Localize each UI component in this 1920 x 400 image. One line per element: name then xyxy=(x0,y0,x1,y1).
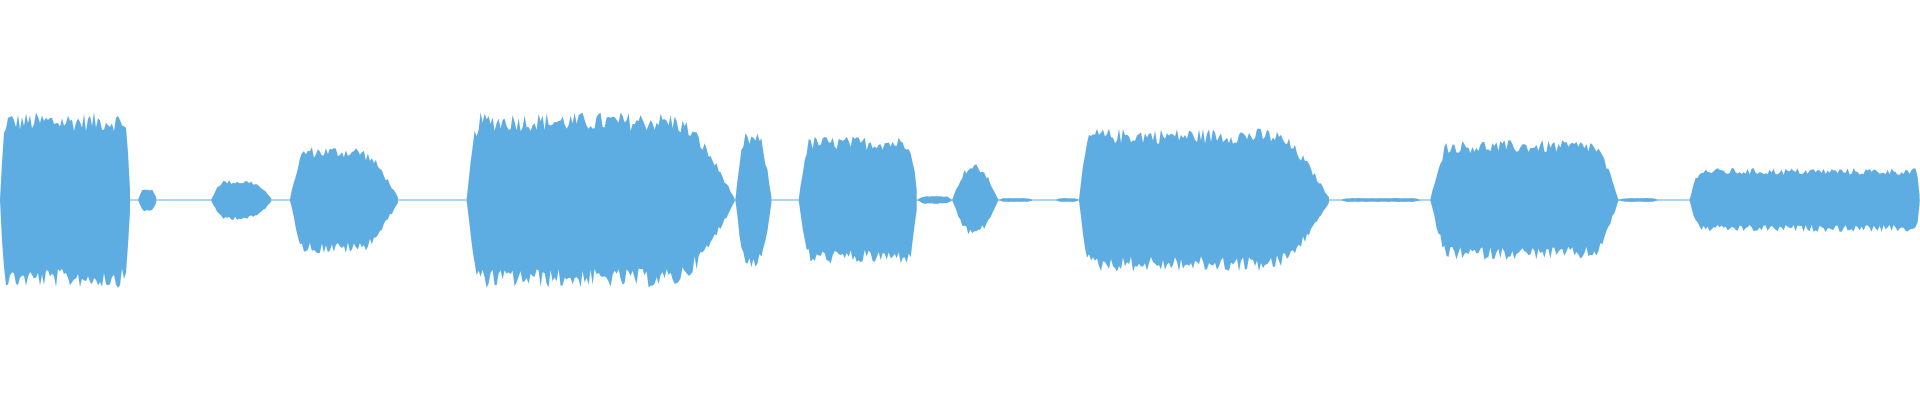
waveform-segment xyxy=(998,198,1033,202)
waveform-segments xyxy=(0,112,1920,288)
waveform-segment xyxy=(1689,168,1920,232)
waveform-segment xyxy=(289,147,398,254)
waveform-segment xyxy=(1430,140,1619,260)
waveform-segment xyxy=(1056,198,1078,202)
waveform-segment xyxy=(798,136,917,264)
waveform-segment xyxy=(1340,198,1421,202)
waveform-segment xyxy=(1618,198,1659,202)
waveform-segment xyxy=(917,196,952,204)
waveform-segment xyxy=(138,189,157,212)
waveform-segment xyxy=(211,180,272,220)
waveform-segment xyxy=(952,164,999,235)
waveform-segment xyxy=(1079,128,1329,272)
waveform-segment xyxy=(466,112,735,288)
waveform-segment xyxy=(735,133,772,268)
waveform-segment xyxy=(0,112,130,288)
